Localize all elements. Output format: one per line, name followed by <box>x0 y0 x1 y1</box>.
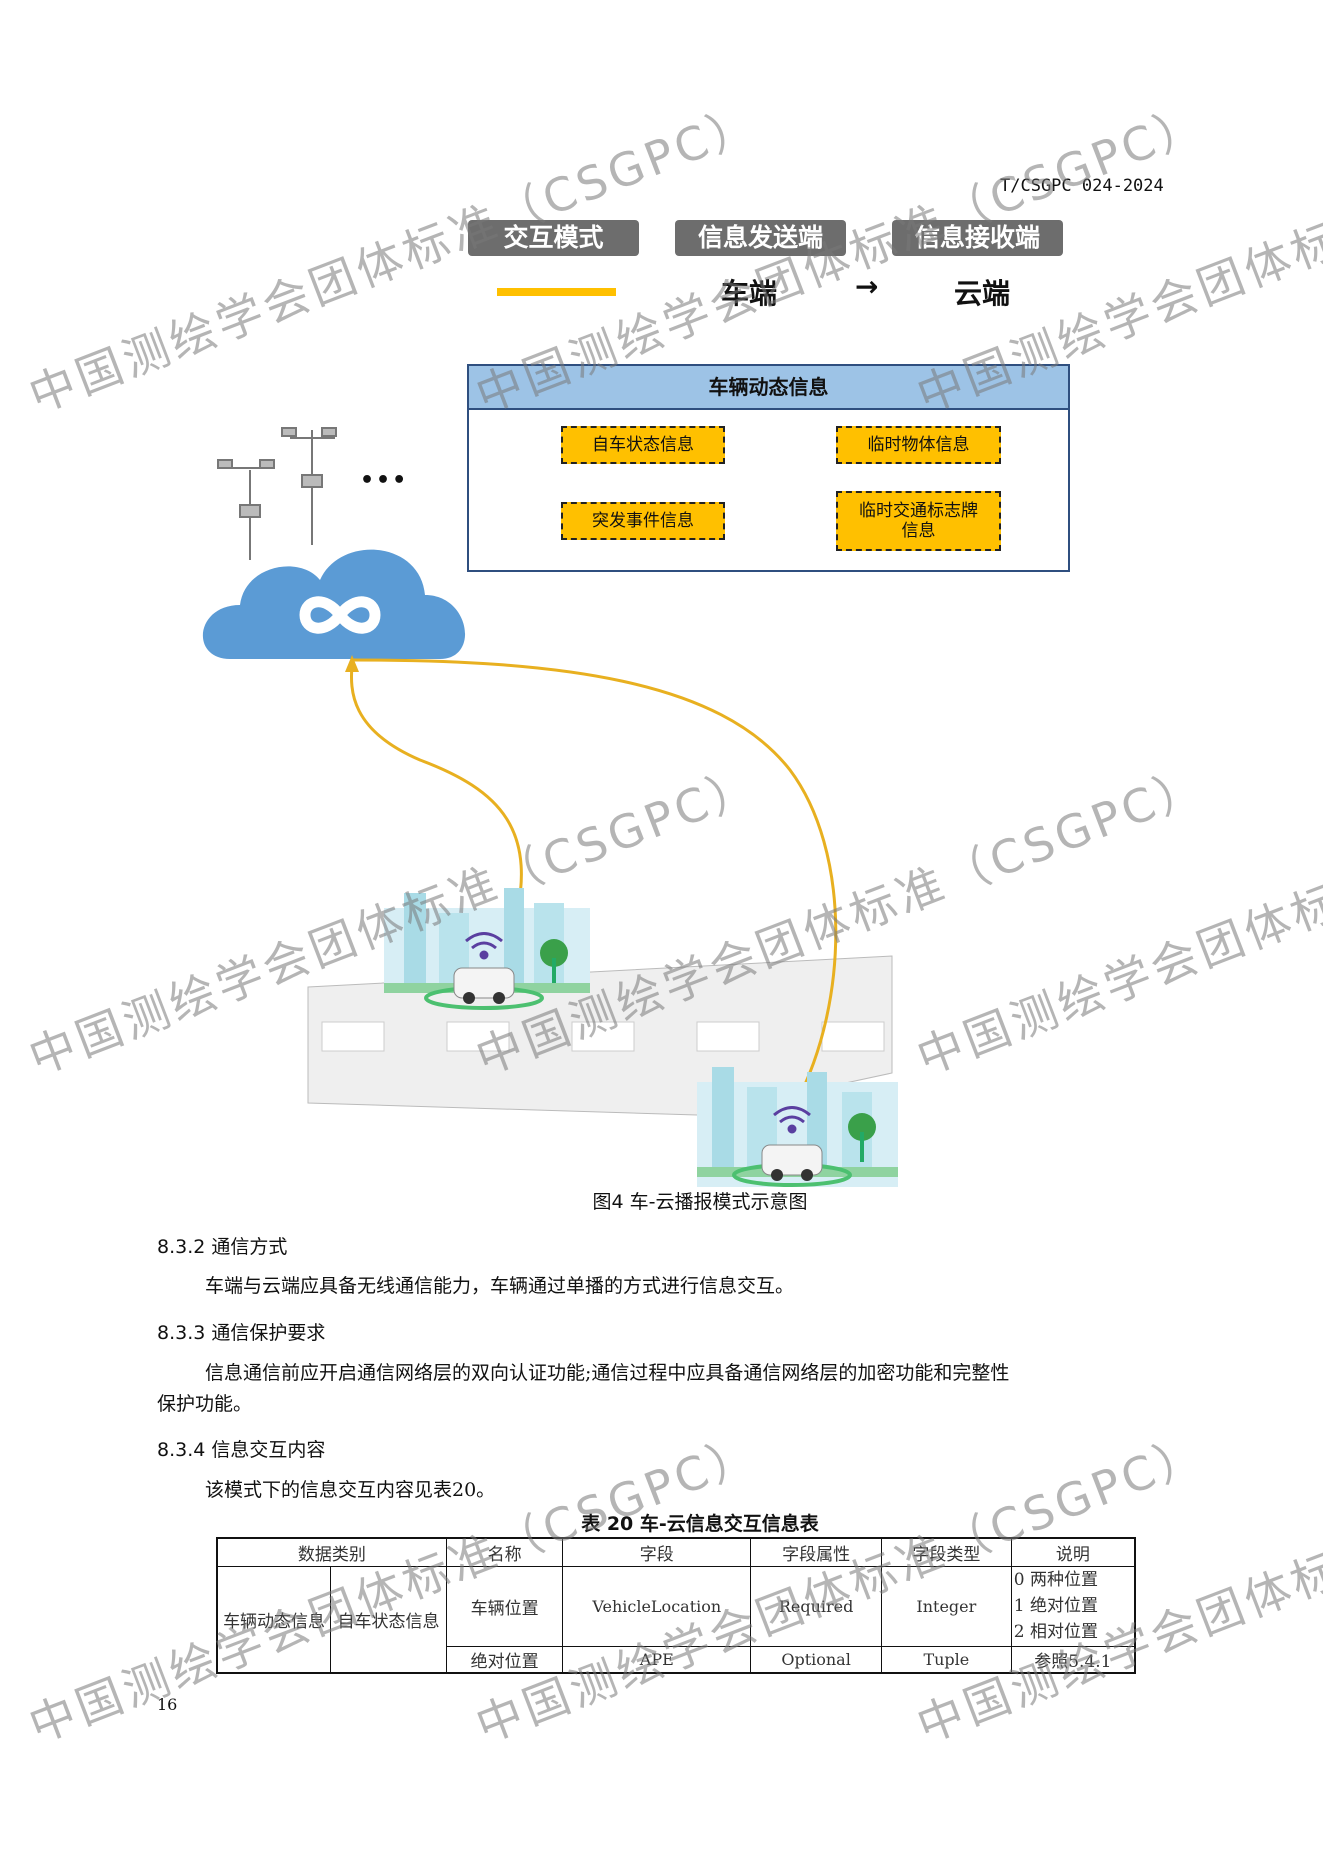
table-caption: 表 20 车-云信息交互信息表 <box>581 1513 819 1535</box>
info-item: 自车状态信息 <box>561 426 725 464</box>
infinity-icon <box>299 596 381 634</box>
vehicle-scene-2 <box>697 1067 898 1187</box>
figure-illustration <box>202 427 898 1187</box>
name-cell: 绝对位置 <box>445 1645 564 1674</box>
vehicle-scene-1 <box>384 888 590 1010</box>
table-row: 绝对位置 APE Optional Tuple 参照5.4.1 <box>217 1645 1136 1674</box>
desc-line: 0 两种位置 <box>1013 1570 1098 1590</box>
info-item: 临时交通标志牌信息 <box>836 491 1001 551</box>
type-cell: Integer <box>880 1565 1012 1647</box>
legend-label-receiver: 信息接收端 <box>892 220 1063 256</box>
wifi-icon <box>773 1106 811 1134</box>
category-cell: 自车状态信息 <box>330 1565 447 1674</box>
figure-caption: 图4 车-云播报模式示意图 <box>592 1191 808 1213</box>
page-number: 16 <box>157 1695 178 1714</box>
info-item: 临时物体信息 <box>836 426 1001 464</box>
info-item: 突发事件信息 <box>561 502 725 540</box>
header-cell: 字段类型 <box>880 1537 1012 1567</box>
desc-line: 2 相对位置 <box>1013 1622 1098 1642</box>
parking-slots <box>321 1021 885 1052</box>
document-id: T/CSGPC 024-2024 <box>1000 176 1164 196</box>
attr-cell: Required <box>750 1565 882 1647</box>
section-heading: 8.3.4 信息交互内容 <box>157 1439 326 1461</box>
receiver-label: 云端 <box>954 277 1011 310</box>
type-cell: Tuple <box>880 1645 1012 1674</box>
desc-line: 1 绝对位置 <box>1013 1596 1098 1616</box>
legend-label-sender: 信息发送端 <box>675 220 846 256</box>
ellipsis: ••• <box>360 468 409 493</box>
header-cell: 说明 <box>1010 1537 1136 1567</box>
roadside-units-icon <box>217 427 337 560</box>
header-cell: 名称 <box>445 1537 564 1567</box>
name-cell: 车辆位置 <box>445 1565 564 1647</box>
paragraph-continued: 保护功能。 <box>157 1393 253 1415</box>
uplink-curve-1 <box>349 664 523 931</box>
info-box-title: 车辆动态信息 <box>469 366 1068 410</box>
desc-cell: 0 两种位置 1 绝对位置 2 相对位置 <box>1010 1565 1136 1647</box>
category-cell: 车辆动态信息 <box>216 1565 332 1674</box>
cloud-icon <box>202 549 466 659</box>
arrowhead-icon <box>345 655 359 672</box>
section-heading: 8.3.3 通信保护要求 <box>157 1322 326 1344</box>
sender-label: 车端 <box>721 277 778 310</box>
paragraph: 信息通信前应开启通信网络层的双向认证功能;通信过程中应具备通信网络层的加密功能和… <box>205 1362 1010 1384</box>
uplink-curve-2 <box>351 658 838 1104</box>
header-cell: 字段 <box>562 1537 752 1567</box>
table-row: 车辆动态信息 自车状态信息 车辆位置 VehicleLocation Requi… <box>216 1565 1136 1674</box>
legend-label-interaction-mode: 交互模式 <box>468 220 639 256</box>
field-cell: APE <box>562 1645 752 1674</box>
header-cell: 字段属性 <box>750 1537 882 1567</box>
arrow-icon: → <box>855 270 879 303</box>
paragraph: 该模式下的信息交互内容见表20。 <box>205 1479 496 1501</box>
header-cell: 数据类别 <box>216 1537 447 1567</box>
legend-line <box>497 288 616 296</box>
info-table: 数据类别 名称 字段 字段属性 字段类型 说明 车辆动态信息 自车状态信息 车辆… <box>216 1537 1136 1674</box>
desc-cell: 参照5.4.1 <box>1010 1645 1136 1674</box>
paragraph: 车端与云端应具备无线通信能力，车辆通过单播的方式进行信息交互。 <box>205 1275 795 1297</box>
table-header-row: 数据类别 名称 字段 字段属性 字段类型 说明 <box>216 1537 1136 1567</box>
attr-cell: Optional <box>750 1645 882 1674</box>
field-cell: VehicleLocation <box>562 1565 752 1647</box>
section-heading: 8.3.2 通信方式 <box>157 1236 288 1258</box>
wifi-icon <box>465 932 503 960</box>
